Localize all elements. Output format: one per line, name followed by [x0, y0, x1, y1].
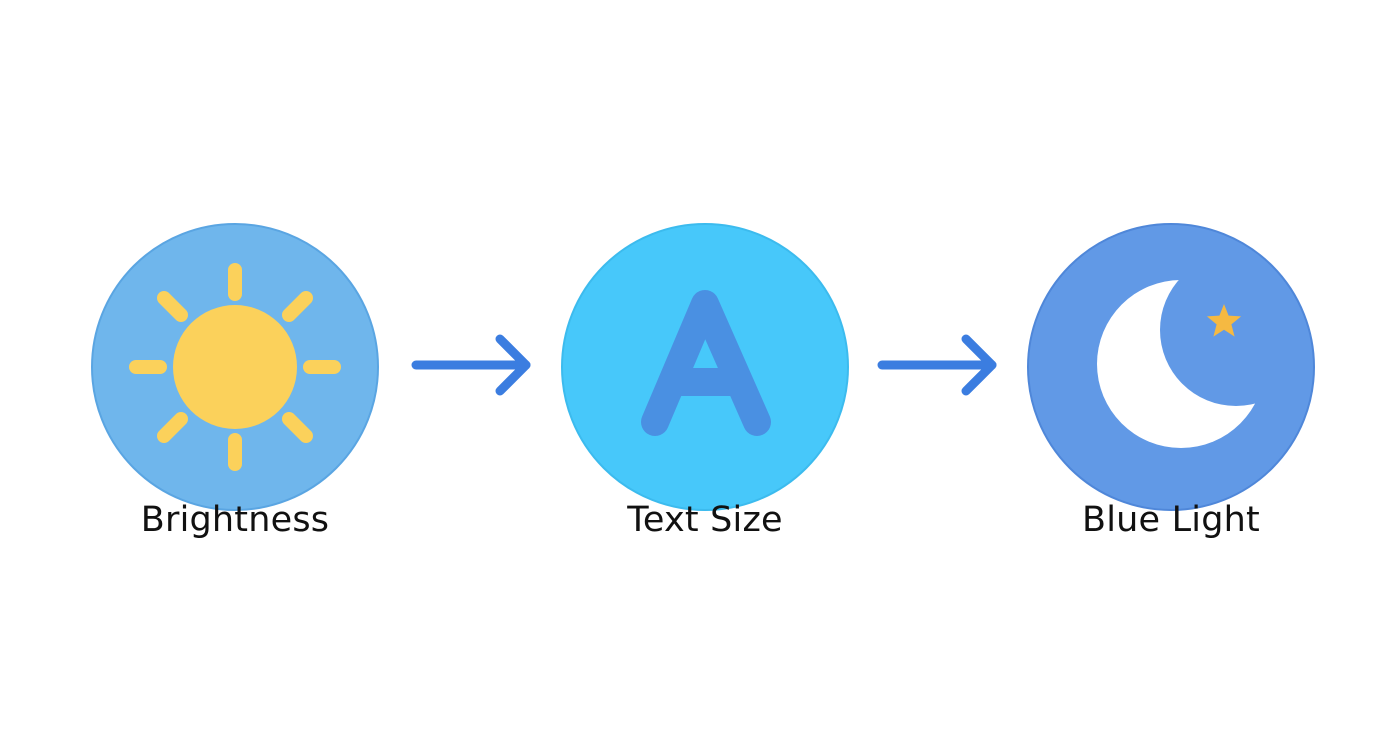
step-label-text-size: Text Size [627, 500, 783, 540]
step-text-size: Text Size [560, 222, 850, 540]
text-size-circle [560, 222, 850, 512]
letter-a-icon [561, 223, 849, 511]
moon-star-icon [1026, 222, 1316, 512]
arrow-right-icon [410, 330, 535, 400]
step-label-blue-light: Blue Light [1082, 500, 1260, 540]
step-brightness: Brightness [90, 222, 380, 540]
sun-icon [91, 223, 379, 511]
step-label-brightness: Brightness [140, 500, 330, 540]
step-blue-light: Blue Light [1026, 222, 1316, 540]
arrow-right-icon [876, 330, 1001, 400]
blue-light-circle [1026, 222, 1316, 512]
brightness-circle [90, 222, 380, 512]
